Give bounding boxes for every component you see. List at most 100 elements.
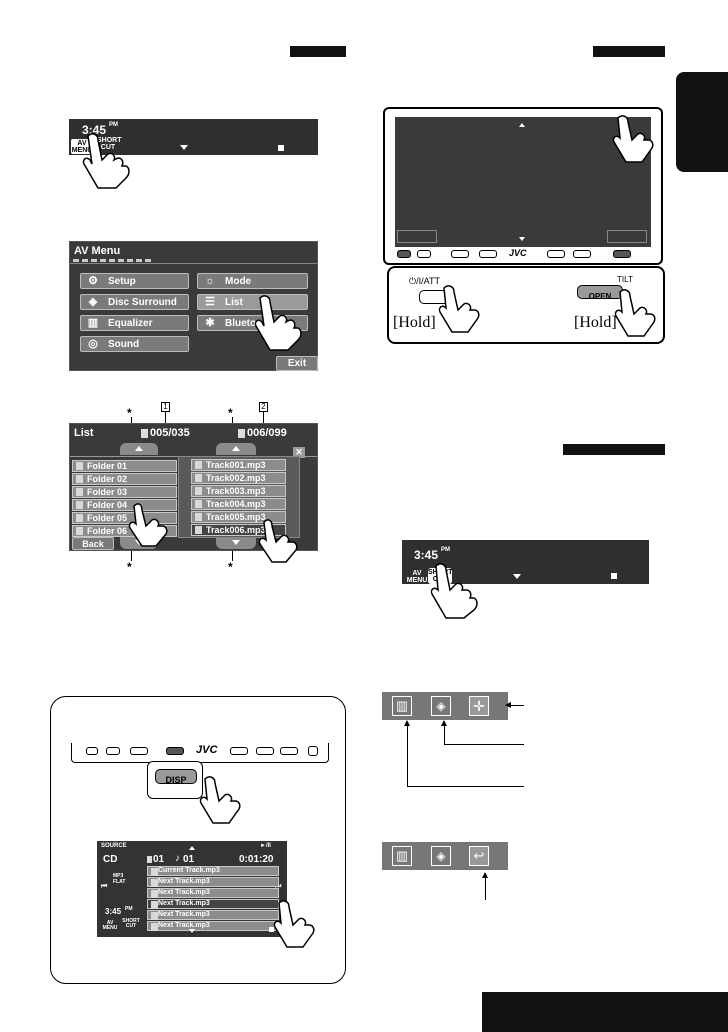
track-row[interactable]: Current Track.mp3	[147, 866, 279, 876]
folder-row[interactable]: Folder 02	[72, 473, 177, 485]
folder-row[interactable]: Folder 03	[72, 486, 177, 498]
track-row[interactable]: Track002.mp3	[191, 472, 286, 484]
short-cut-button[interactable]: SHORT CUT	[97, 137, 122, 151]
disc-surround-label: Disc Surround	[108, 296, 177, 308]
av-menu-button[interactable]: AV MENU	[406, 570, 428, 584]
pointing-hand-icon	[438, 285, 480, 333]
track-scroll-up-button[interactable]	[216, 443, 256, 455]
stop-icon[interactable]	[269, 927, 274, 932]
av-menu-button[interactable]: AV MENU	[101, 921, 119, 931]
exit-label: Exit	[287, 358, 307, 369]
volume-down-button[interactable]	[547, 250, 565, 258]
track-row[interactable]: Track006.mp3	[191, 524, 286, 536]
clock-pm: PM	[441, 547, 450, 553]
pointing-hand-icon	[430, 563, 478, 619]
callout-line	[407, 786, 524, 787]
open-key[interactable]: OPEN	[577, 285, 623, 301]
track-number: 01	[183, 854, 195, 865]
surround-icon: ◈	[436, 849, 446, 863]
open-button[interactable]	[280, 747, 298, 755]
short-cut-button[interactable]: SHORT CUT	[121, 919, 141, 929]
list-screen: List 005/035 006/099 ✕ Folder 01 Folder …	[69, 423, 318, 551]
close-button[interactable]: ✕	[293, 447, 305, 458]
disc-surround-button[interactable]: ◈Disc Surround	[80, 294, 189, 310]
play-pause-label[interactable]: ►/II	[260, 843, 271, 849]
source-button[interactable]	[417, 250, 431, 258]
track-row[interactable]: Next Track.mp3	[147, 921, 279, 931]
pointing-hand-icon	[128, 503, 168, 547]
pointing-hand-icon	[258, 519, 298, 563]
mode-button[interactable]: ☼Mode	[197, 273, 308, 289]
equalizer-shortcut[interactable]: ▥	[392, 846, 412, 866]
disp-button[interactable]	[479, 250, 497, 258]
av-menu-screen: AV Menu ⚙Setup ☼Mode ◈Disc Surround ☰Lis…	[69, 241, 318, 371]
move-shortcut[interactable]: ✛	[469, 696, 489, 716]
prev-icon[interactable]: ⏮	[101, 883, 108, 890]
power-button[interactable]	[397, 250, 411, 258]
return-shortcut[interactable]: ↩	[469, 846, 489, 866]
track-row[interactable]: Next Track.mp3	[147, 877, 279, 887]
stop-icon[interactable]	[278, 145, 284, 151]
callout-line	[131, 551, 132, 561]
eject-button[interactable]	[308, 746, 318, 756]
track-row[interactable]: Track003.mp3	[191, 485, 286, 497]
music-note-icon: ♪	[175, 853, 180, 864]
callout-line	[444, 744, 524, 745]
corner-key-left[interactable]	[397, 230, 437, 243]
track-row[interactable]: Track001.mp3	[191, 459, 286, 471]
sound-button[interactable]: ◎Sound	[80, 336, 189, 352]
list-icon: ☰	[205, 296, 215, 308]
surround-shortcut[interactable]: ◈	[431, 846, 451, 866]
volume-up-button[interactable]	[573, 250, 591, 258]
asterisk-marker: *	[228, 406, 233, 420]
track-row[interactable]: Next Track.mp3	[147, 899, 279, 909]
chevron-down-icon[interactable]	[189, 929, 195, 933]
track-row[interactable]: Track005.mp3	[191, 511, 286, 523]
chevron-down-icon[interactable]	[180, 145, 188, 150]
power-button[interactable]	[86, 747, 98, 755]
callout-line	[232, 551, 233, 561]
arrow-head	[441, 720, 447, 726]
gear-icon: ⚙	[88, 275, 98, 287]
bluetooth-icon: ✱	[205, 317, 215, 329]
volume-up-button[interactable]	[256, 747, 274, 755]
chevron-down-icon[interactable]	[513, 574, 521, 579]
equalizer-button[interactable]: ▥Equalizer	[80, 315, 189, 331]
setup-button[interactable]: ⚙Setup	[80, 273, 189, 289]
folder-row[interactable]: Folder 04	[72, 499, 177, 511]
elapsed-time: 0:01:20	[239, 854, 274, 865]
mute-button[interactable]	[451, 250, 469, 258]
track-row[interactable]: Next Track.mp3	[147, 888, 279, 898]
source-button[interactable]	[106, 747, 120, 755]
hold-label-right: [Hold]	[574, 314, 617, 331]
disp-key[interactable]: DISP	[155, 769, 197, 785]
corner-key-right[interactable]	[607, 230, 647, 243]
list-button[interactable]: ☰List	[197, 294, 308, 310]
unit-strip: JVC	[71, 743, 329, 763]
exit-button[interactable]: Exit	[276, 356, 318, 371]
open-button[interactable]	[613, 250, 631, 258]
volume-down-button[interactable]	[230, 747, 248, 755]
stop-icon[interactable]	[611, 573, 617, 579]
menu-label: MENU	[102, 925, 118, 931]
equalizer-shortcut[interactable]: ▥	[392, 696, 412, 716]
track-row[interactable]: Track004.mp3	[191, 498, 286, 510]
folder-number: 01	[153, 854, 165, 865]
chevron-up-icon[interactable]	[189, 846, 195, 850]
track-row[interactable]: Next Track.mp3	[147, 910, 279, 920]
folder-row[interactable]: Folder 01	[72, 460, 177, 472]
mute-button[interactable]	[130, 747, 148, 755]
av-menu-button[interactable]: AV MENU	[71, 139, 93, 154]
equalizer-icon: ▥	[395, 848, 409, 863]
equalizer-icon: ▥	[395, 698, 409, 713]
arrow-head	[404, 720, 410, 726]
av-label: AV	[106, 920, 114, 926]
cut-label: CUT	[125, 923, 137, 929]
disp-button[interactable]	[166, 747, 184, 755]
track-scroll-down-button[interactable]	[216, 537, 256, 549]
folder-scroll-up-button[interactable]	[120, 443, 158, 455]
back-label: Back	[82, 538, 104, 549]
back-button[interactable]: Back	[72, 537, 114, 550]
list-title: List	[74, 427, 94, 439]
surround-shortcut[interactable]: ◈	[431, 696, 451, 716]
